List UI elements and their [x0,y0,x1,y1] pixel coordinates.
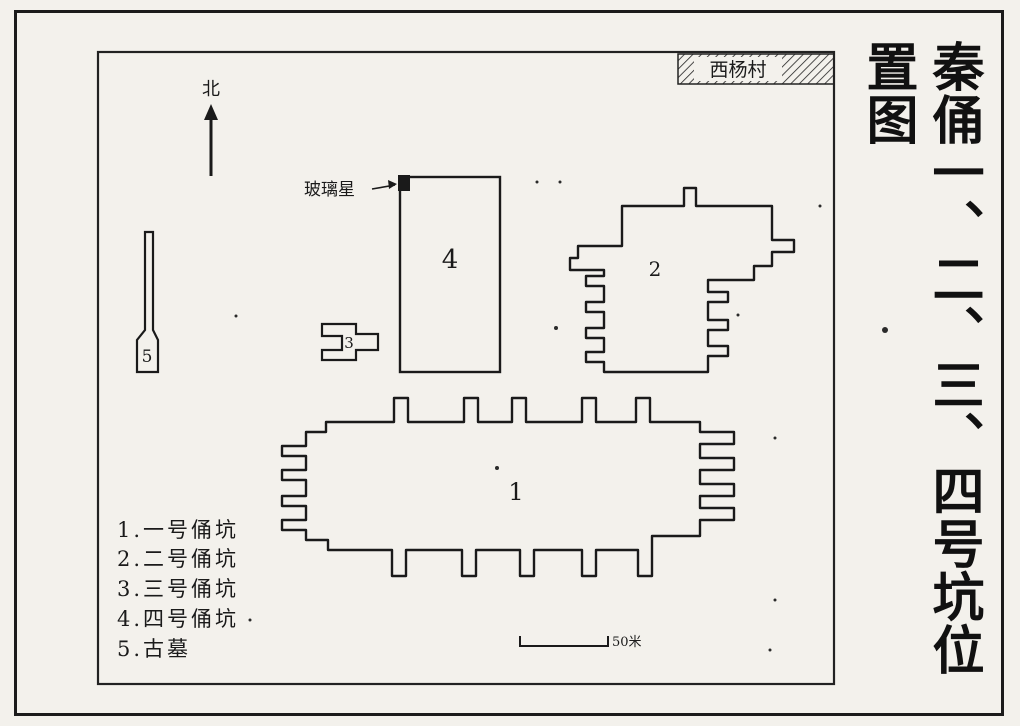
map-title: 秦俑一、二、三、四号坑位置图 [857,40,983,676]
pit-5: 5 [135,230,160,374]
pit-4: 4 [398,175,502,374]
village-label: 西杨村 [709,59,766,81]
pointer-annotation: 玻璃星 [304,180,397,200]
scale-bar: 50米 [519,635,642,650]
north-arrow: 北 [202,79,220,176]
pit-2: 2 [568,186,796,374]
legend-row-1: 1.一号俑坑 [117,518,240,542]
pit-2-label: 2 [649,257,662,281]
village-marker: 西杨村 [677,53,835,85]
speckles [234,180,888,652]
scale-label: 50米 [612,635,642,650]
pit-1-label: 1 [508,478,523,506]
map-boundary [96,50,836,686]
legend-row-2: 2.二号俑坑 [117,547,240,571]
pit-3-label: 3 [344,334,354,352]
pit-5-label: 5 [142,347,153,367]
legend-row-4: 4.四号俑坑 [117,607,240,631]
legend-row-5: 5.古墓 [117,637,192,661]
legend-row-3: 3.三号俑坑 [117,577,240,601]
pointer-label: 玻璃星 [304,180,355,200]
pit-4-label: 4 [442,245,459,275]
pit-1: 1 [280,396,736,578]
north-label: 北 [202,79,220,100]
outer-frame [14,10,1004,716]
pit-3: 3 [320,322,380,362]
